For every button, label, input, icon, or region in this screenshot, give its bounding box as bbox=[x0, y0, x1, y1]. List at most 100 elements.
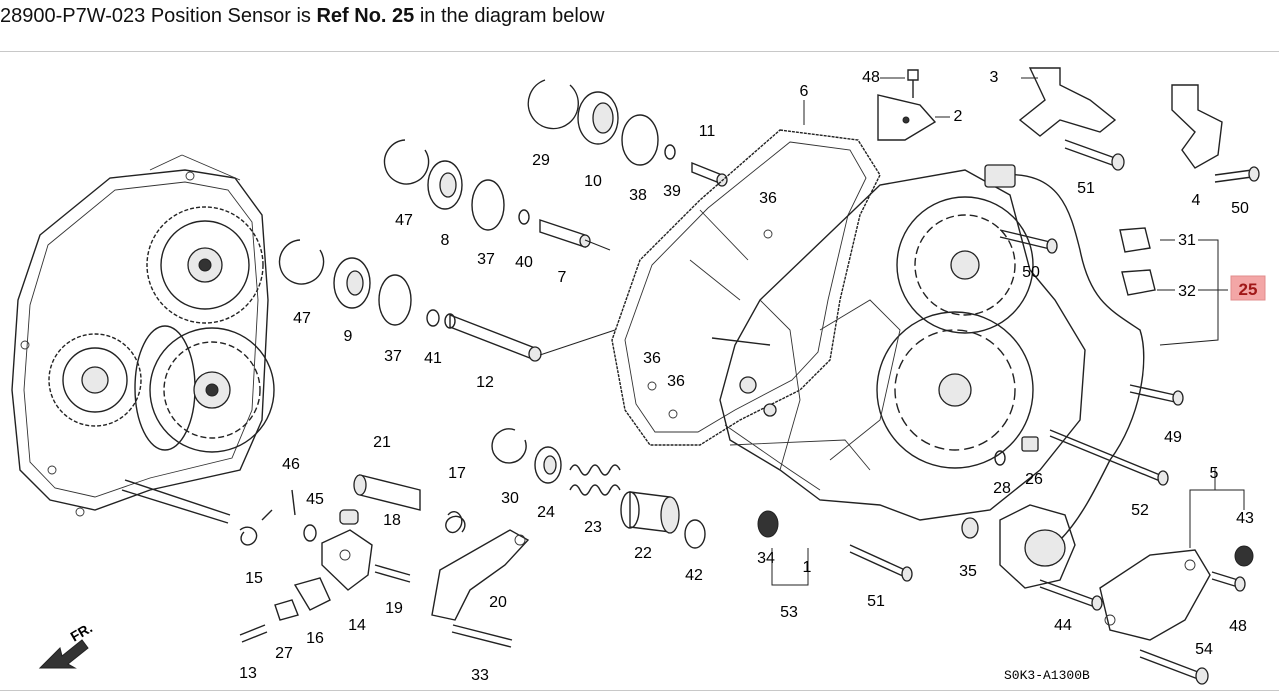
bolt-54 bbox=[1139, 649, 1209, 685]
label-48-right: 48 bbox=[1229, 618, 1247, 635]
diagram-caption: 28900-P7W-023 Position Sensor is Ref No.… bbox=[0, 4, 604, 28]
bracket-4 bbox=[1171, 84, 1223, 169]
connector-top bbox=[984, 164, 1016, 188]
gasket-6 bbox=[611, 129, 881, 446]
label-41: 41 bbox=[424, 350, 442, 367]
label-12: 12 bbox=[476, 374, 494, 391]
label-49: 49 bbox=[1164, 429, 1182, 446]
label-39: 39 bbox=[663, 183, 681, 200]
label-31: 31 bbox=[1178, 232, 1196, 249]
label-18: 18 bbox=[383, 512, 401, 529]
spring-23 bbox=[569, 464, 621, 496]
snap-ring-29 bbox=[527, 79, 579, 130]
caption-ref-number: Ref No. 25 bbox=[316, 5, 415, 27]
exploded-parts-diagram: 1 2 3 4 5 6 7 8 9 10 11 12 13 14 15 16 1… bbox=[11, 67, 1266, 685]
cover-5 bbox=[1099, 549, 1211, 641]
oring-37-lower bbox=[378, 274, 412, 326]
label-1: 1 bbox=[803, 559, 812, 576]
nut-43 bbox=[1234, 545, 1254, 567]
label-48-top: 48 bbox=[862, 69, 880, 86]
transmission-case-main bbox=[719, 169, 1086, 521]
position-sensor-assembly bbox=[999, 504, 1076, 589]
wire-harness bbox=[999, 173, 1145, 541]
label-11: 11 bbox=[699, 123, 716, 140]
label-10: 10 bbox=[584, 173, 602, 190]
bolt-13 bbox=[239, 624, 268, 643]
label-45: 45 bbox=[306, 491, 324, 508]
label-23: 23 bbox=[584, 519, 602, 536]
bearing-35 bbox=[961, 517, 979, 539]
washer-40 bbox=[518, 209, 530, 225]
bolt-51-lower bbox=[849, 544, 913, 582]
bolt-49 bbox=[1129, 384, 1184, 406]
washer-41 bbox=[426, 309, 440, 327]
label-9: 9 bbox=[344, 328, 353, 345]
label-6: 6 bbox=[800, 83, 809, 100]
bottom-divider bbox=[0, 690, 1279, 691]
label-37-top: 37 bbox=[477, 251, 495, 268]
label-28: 28 bbox=[993, 480, 1011, 497]
oring-28 bbox=[994, 450, 1006, 466]
label-21: 21 bbox=[373, 434, 391, 451]
label-46: 46 bbox=[282, 456, 300, 473]
label-51-lower: 51 bbox=[867, 593, 885, 610]
lever-14 bbox=[321, 529, 373, 591]
bearing-9 bbox=[333, 257, 371, 309]
label-35: 35 bbox=[959, 563, 977, 580]
label-36-mid: 36 bbox=[643, 350, 661, 367]
bracket-27 bbox=[274, 599, 299, 621]
bracket-3 bbox=[1018, 67, 1117, 137]
label-32: 32 bbox=[1178, 283, 1196, 300]
shift-arm-20 bbox=[431, 529, 530, 621]
shaft-12 bbox=[444, 313, 542, 362]
label-38: 38 bbox=[629, 187, 647, 204]
oring-38 bbox=[621, 114, 659, 166]
label-15: 15 bbox=[245, 570, 263, 587]
label-2: 2 bbox=[954, 108, 963, 125]
shaft-21 bbox=[353, 474, 421, 511]
label-19: 19 bbox=[385, 600, 403, 617]
label-54: 54 bbox=[1195, 641, 1213, 658]
bolt-51-top bbox=[1064, 139, 1125, 171]
label-51-top: 51 bbox=[1077, 180, 1095, 197]
bolt-48-right bbox=[1211, 571, 1246, 592]
snap-ring-30 bbox=[491, 428, 527, 464]
gear-top bbox=[146, 206, 264, 324]
bolt-50-mid bbox=[999, 229, 1058, 254]
gear-lower-left bbox=[48, 333, 142, 427]
label-20: 20 bbox=[489, 594, 507, 611]
spring-17 bbox=[445, 511, 466, 534]
label-34: 34 bbox=[757, 550, 775, 567]
washer-45 bbox=[303, 524, 317, 542]
label-36-top: 36 bbox=[759, 190, 777, 207]
label-33: 33 bbox=[471, 667, 489, 684]
label-27: 27 bbox=[275, 645, 293, 662]
snap-ring-47-lower bbox=[278, 239, 325, 285]
spring-15 bbox=[239, 509, 273, 546]
label-17: 17 bbox=[448, 465, 466, 482]
pin-33 bbox=[451, 624, 513, 648]
label-36-low: 36 bbox=[667, 373, 685, 390]
bracket-2 bbox=[877, 94, 937, 141]
seal-24 bbox=[534, 446, 562, 484]
label-14: 14 bbox=[348, 617, 366, 634]
label-8: 8 bbox=[441, 232, 450, 249]
diagram-code: S0K3-A1300B bbox=[1004, 668, 1090, 683]
label-24: 24 bbox=[537, 504, 555, 521]
leader-lines bbox=[539, 77, 1245, 586]
shift-shaft-left bbox=[121, 479, 231, 524]
reference-labels: 1 2 3 4 5 6 7 8 9 10 11 12 13 14 15 16 1… bbox=[239, 69, 1254, 684]
accumulator-piston-22 bbox=[620, 491, 680, 534]
label-52: 52 bbox=[1131, 502, 1149, 519]
highlighted-ref-25: 25 bbox=[1230, 275, 1266, 301]
label-47-lower: 47 bbox=[293, 310, 311, 327]
front-direction-arrow bbox=[38, 639, 89, 669]
label-43: 43 bbox=[1236, 510, 1254, 527]
bolt-44 bbox=[1039, 579, 1103, 611]
clutch-drum bbox=[134, 325, 275, 453]
bolt-48-top bbox=[907, 69, 919, 98]
stud-52 bbox=[1049, 429, 1169, 486]
shaft-7 bbox=[539, 219, 591, 248]
label-7: 7 bbox=[558, 269, 567, 286]
bolt-50-right bbox=[1214, 166, 1260, 183]
